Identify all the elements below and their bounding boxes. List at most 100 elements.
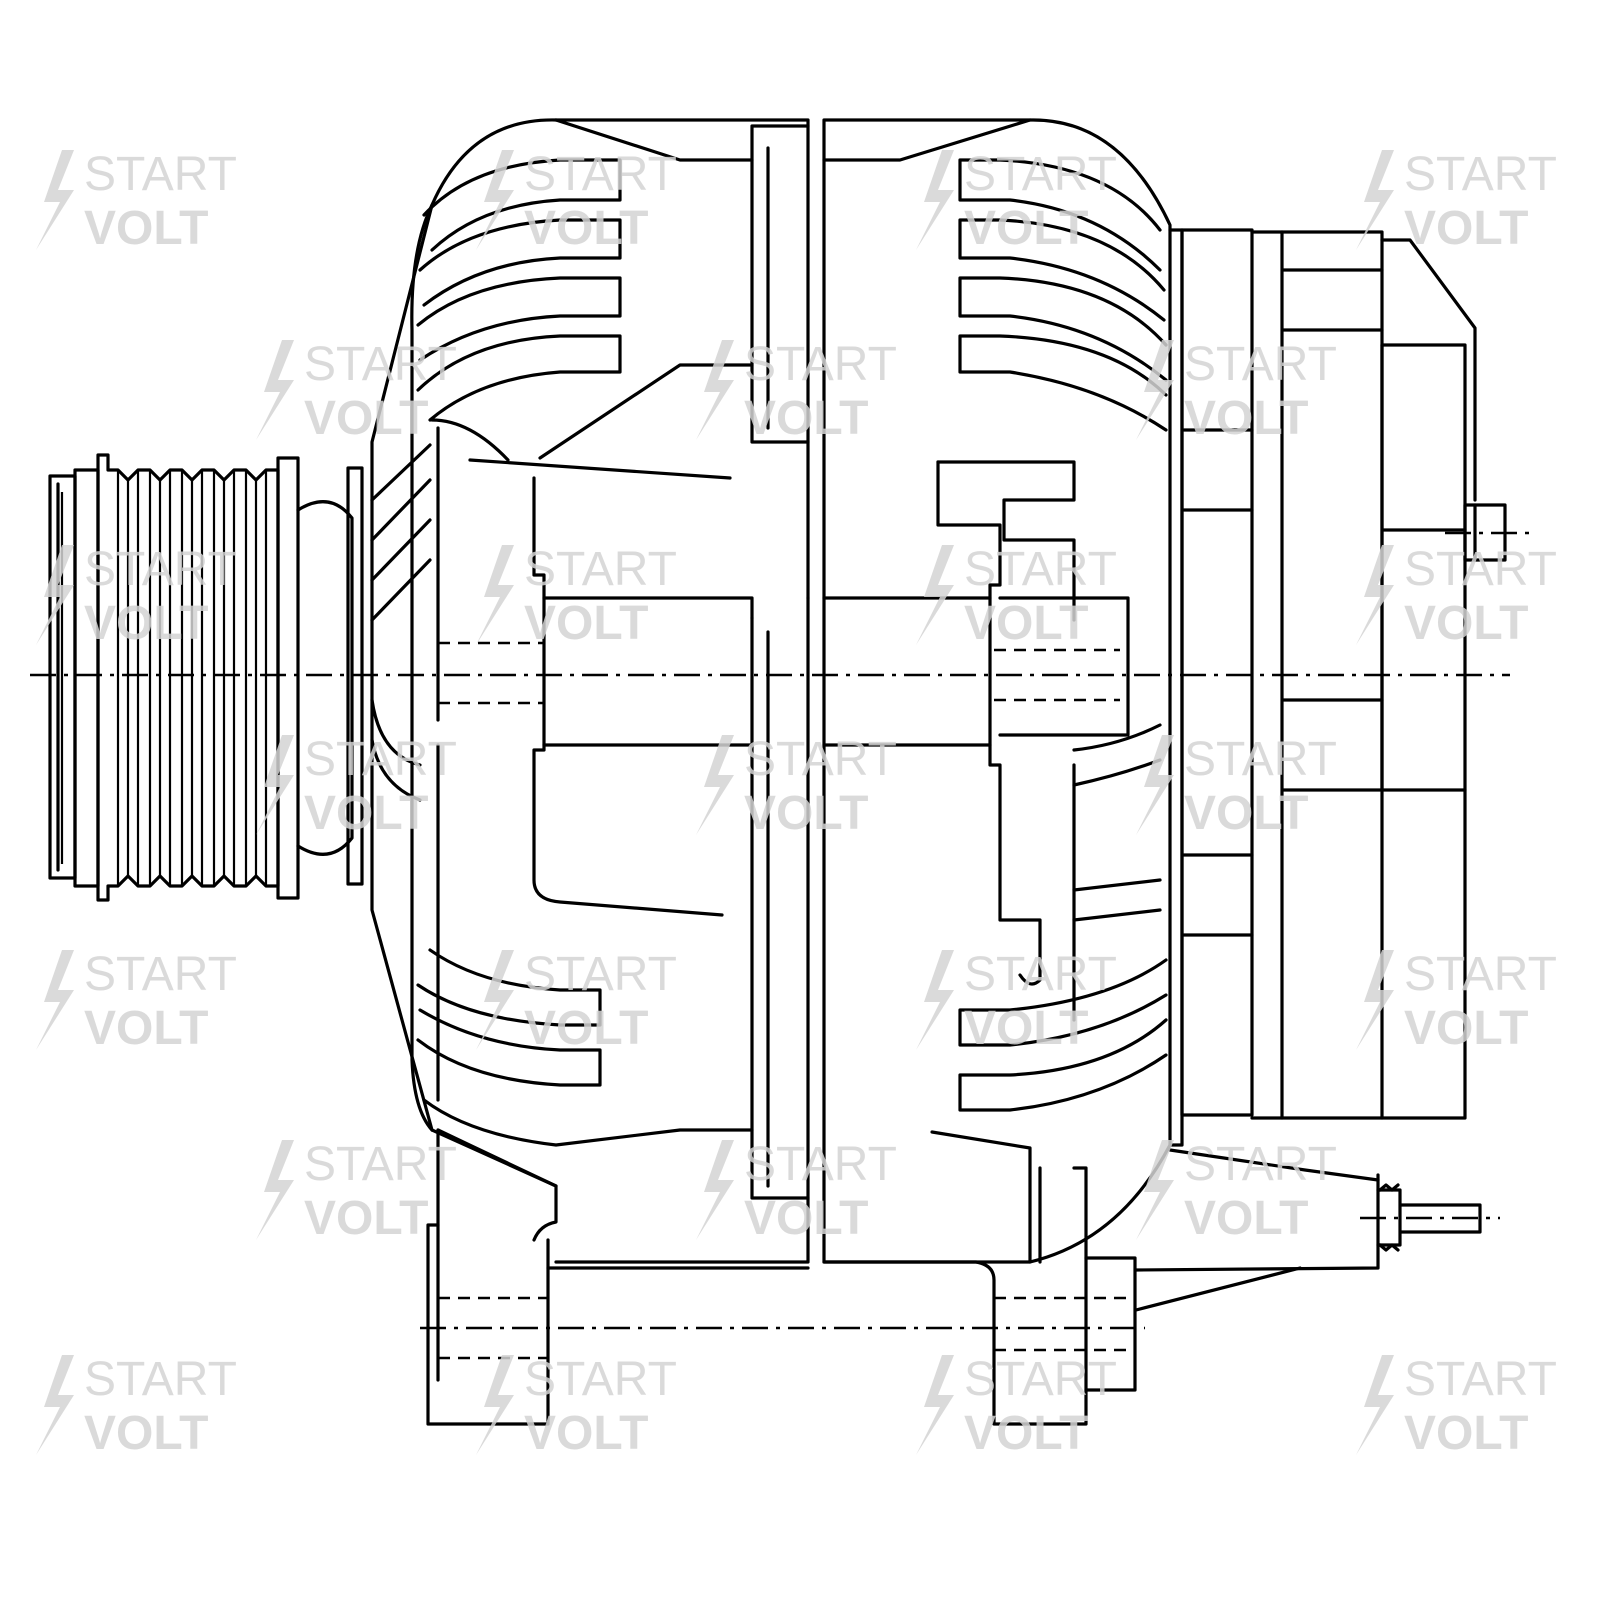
b-plus-terminal	[1134, 1148, 1482, 1312]
watermark-line-2: VOLT	[744, 392, 868, 445]
watermark-line-1: START	[304, 1138, 457, 1191]
watermark-line-2: VOLT	[84, 1407, 208, 1460]
watermark-line-2: VOLT	[744, 787, 868, 840]
lightning-bolt-icon	[476, 1355, 514, 1455]
watermark-line-1: START	[1404, 543, 1557, 596]
watermark-line-1: START	[524, 148, 677, 201]
lightning-bolt-icon	[476, 950, 514, 1050]
watermark-line-1: START	[524, 1353, 677, 1406]
watermark-line-1: START	[84, 543, 237, 596]
watermark-line-2: VOLT	[304, 1192, 428, 1245]
front-housing	[370, 118, 810, 1264]
watermark-line-1: START	[964, 543, 1117, 596]
watermark-line-1: START	[304, 733, 457, 786]
watermark-line-2: VOLT	[744, 1192, 868, 1245]
watermark-layer: STARTVOLTSTARTVOLTSTARTVOLTSTARTVOLTSTAR…	[36, 148, 1557, 1460]
watermark-line-1: START	[84, 948, 237, 1001]
watermark-line-1: START	[964, 1353, 1117, 1406]
lightning-bolt-icon	[916, 1355, 954, 1455]
watermark-line-2: VOLT	[1184, 392, 1308, 445]
watermark-line-1: START	[1184, 338, 1337, 391]
watermark-line-2: VOLT	[1404, 597, 1528, 650]
watermark-line-1: START	[1404, 1353, 1557, 1406]
watermark-line-1: START	[1404, 948, 1557, 1001]
watermark-line-1: START	[744, 733, 897, 786]
lightning-bolt-icon	[1136, 735, 1174, 835]
lightning-bolt-icon	[256, 735, 294, 835]
watermark-line-1: START	[964, 148, 1117, 201]
lightning-bolt-icon	[36, 950, 74, 1050]
watermark-line-1: START	[744, 338, 897, 391]
watermark-line-2: VOLT	[304, 392, 428, 445]
watermark-line-2: VOLT	[964, 597, 1088, 650]
lightning-bolt-icon	[256, 340, 294, 440]
lightning-bolt-icon	[916, 545, 954, 645]
watermark-line-2: VOLT	[84, 1002, 208, 1055]
lightning-bolt-icon	[36, 545, 74, 645]
watermark-line-2: VOLT	[1184, 1192, 1308, 1245]
lightning-bolt-icon	[1356, 1355, 1394, 1455]
lightning-bolt-icon	[696, 1140, 734, 1240]
watermark-line-1: START	[84, 148, 237, 201]
watermark-line-2: VOLT	[964, 202, 1088, 255]
watermark-line-1: START	[1184, 733, 1337, 786]
watermark-line-2: VOLT	[1404, 1002, 1528, 1055]
watermark-line-2: VOLT	[524, 202, 648, 255]
lightning-bolt-icon	[1356, 150, 1394, 250]
watermark-line-1: START	[524, 948, 677, 1001]
lightning-bolt-icon	[916, 150, 954, 250]
lightning-bolt-icon	[696, 340, 734, 440]
lightning-bolt-icon	[916, 950, 954, 1050]
rear-housing	[822, 118, 1172, 1264]
watermark-line-2: VOLT	[524, 597, 648, 650]
center-lines	[30, 531, 1530, 1330]
lightning-bolt-icon	[1136, 340, 1174, 440]
mounting-feet	[426, 1128, 1137, 1426]
watermark-line-1: START	[524, 543, 677, 596]
watermark-line-2: VOLT	[84, 202, 208, 255]
watermark-line-2: VOLT	[84, 597, 208, 650]
lightning-bolt-icon	[1356, 950, 1394, 1050]
lightning-bolt-icon	[1356, 545, 1394, 645]
lightning-bolt-icon	[36, 150, 74, 250]
watermark-line-2: VOLT	[964, 1407, 1088, 1460]
watermark-line-2: VOLT	[964, 1002, 1088, 1055]
watermark-line-2: VOLT	[1404, 202, 1528, 255]
lightning-bolt-icon	[256, 1140, 294, 1240]
watermark-line-1: START	[84, 1353, 237, 1406]
watermark-line-2: VOLT	[524, 1002, 648, 1055]
watermark-line-1: START	[304, 338, 457, 391]
watermark-line-2: VOLT	[1404, 1407, 1528, 1460]
watermark-line-2: VOLT	[304, 787, 428, 840]
lightning-bolt-icon	[36, 1355, 74, 1455]
watermark-line-1: START	[1184, 1138, 1337, 1191]
lightning-bolt-icon	[1136, 1140, 1174, 1240]
lightning-bolt-icon	[476, 545, 514, 645]
lightning-bolt-icon	[696, 735, 734, 835]
lightning-bolt-icon	[476, 150, 514, 250]
